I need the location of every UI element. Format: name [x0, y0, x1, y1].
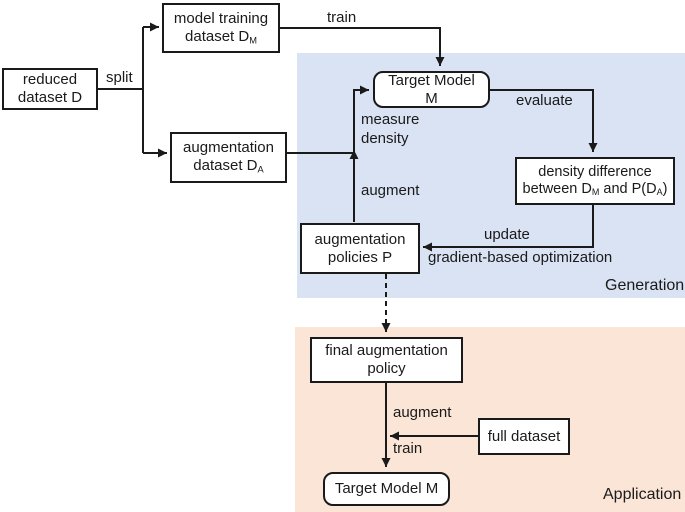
edge-label-evaluate: evaluate [516, 92, 573, 109]
region-label-application: Application [603, 486, 682, 503]
node-label: reduced [22, 71, 78, 88]
edge-label-augment-generation: augment [361, 182, 420, 199]
arrow-train-to-target-model [280, 27, 445, 66]
node-label: Target Model [388, 71, 475, 89]
arrow-junction-to-target-model [353, 85, 369, 153]
node-label: model training [173, 9, 269, 27]
node-label: augmentation [183, 139, 274, 157]
node-final-augmentation-policy: final augmentation policy [310, 337, 463, 383]
node-label: between DM and P(DA) [522, 181, 668, 198]
node-label: policies P [327, 248, 393, 266]
node-label: augmentation [314, 230, 406, 248]
edge-label-augment-application: augment [393, 404, 452, 421]
node-augmentation-policies: augmentation policies P [300, 223, 420, 274]
node-label: final augmentation [325, 342, 448, 359]
node-augmentation-dataset: augmentation dataset DA [170, 132, 287, 183]
node-label: full dataset [487, 427, 561, 445]
node-reduced-dataset: reduced dataset D [2, 68, 98, 110]
edge-label-train-application: train [393, 440, 423, 457]
node-model-training-dataset: model training dataset DM [162, 3, 280, 53]
edge-label-train-model: train [327, 9, 357, 26]
edge-label-measure-density: measure density [361, 111, 420, 147]
region-label-generation: Generation [605, 277, 685, 294]
arrow-evaluate-to-density-difference [490, 89, 598, 152]
node-label: M [425, 89, 438, 107]
node-target-model-application: Target Model M [323, 472, 450, 506]
node-label: dataset DM [185, 27, 257, 46]
node-target-model-generation: Target Model M [373, 71, 490, 108]
node-label: dataset D [17, 89, 83, 106]
node-label: policy [367, 360, 406, 377]
node-label: density difference [538, 163, 652, 180]
node-full-dataset: full dataset [478, 418, 570, 455]
edge-label-gradient-optimization: gradient-based optimization [428, 249, 613, 266]
node-density-difference: density difference between DM and P(DA) [515, 157, 675, 205]
edge-label-update: update [484, 226, 530, 243]
arrow-update-to-policies [423, 205, 594, 252]
node-label: Target Model M [334, 480, 439, 497]
node-label: dataset DA [193, 157, 264, 175]
edge-label-split: split [106, 69, 133, 86]
